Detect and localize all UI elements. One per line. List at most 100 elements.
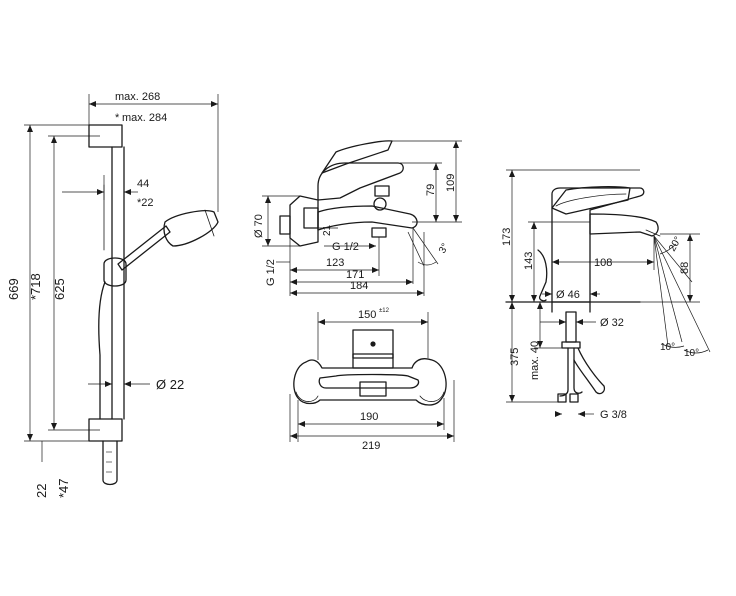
angle-line xyxy=(653,235,683,343)
dim-arrow xyxy=(51,136,57,143)
angle-arc xyxy=(661,343,685,348)
dim-arrow xyxy=(318,319,325,325)
shower-slider-arm xyxy=(98,281,106,420)
dim-arrow xyxy=(290,279,297,285)
dim-123: 123 xyxy=(326,257,344,269)
dim-arrow xyxy=(298,421,305,427)
dim-22-bottom: 22 xyxy=(34,484,49,498)
shower-slider xyxy=(103,257,127,287)
hand-shower-face xyxy=(204,209,215,237)
angle-line xyxy=(653,235,669,347)
dim-arrow xyxy=(372,267,379,273)
dim-arrow xyxy=(89,101,96,107)
dim-375: 375 xyxy=(509,348,521,366)
dim-arrow xyxy=(27,434,33,441)
angle-10b: 10° xyxy=(684,348,699,359)
dim-22-alt: *22 xyxy=(137,197,154,209)
hand-shower xyxy=(117,225,171,271)
dim-171: 171 xyxy=(346,269,364,281)
shower-set: max. 268 * max. 284 669 *718 625 44 *22 … xyxy=(6,91,219,498)
thread-inlet: G 1/2 xyxy=(332,241,359,253)
basin-spout xyxy=(589,213,659,237)
dim-arrow xyxy=(509,295,515,302)
bath-front-body xyxy=(293,358,447,406)
dim-88: 88 xyxy=(679,262,691,274)
bath-lever xyxy=(321,140,393,174)
dim-arrow xyxy=(531,295,537,302)
dim-arrow xyxy=(687,234,693,241)
dim-arrow xyxy=(453,215,459,222)
dim-arrow xyxy=(437,421,444,427)
dim-arrow xyxy=(265,196,271,203)
dim-669: 669 xyxy=(6,278,21,300)
dim-109: 109 xyxy=(445,174,457,192)
dim-arrow xyxy=(531,222,537,229)
bath-mixer-front: 150 ±12 190 219 xyxy=(289,308,455,452)
dim-219: 219 xyxy=(362,440,380,452)
dim-718: *718 xyxy=(28,273,43,300)
dim-108: 108 xyxy=(594,257,612,269)
dim-d70: Ø 70 xyxy=(253,214,265,238)
angle-line xyxy=(407,231,425,267)
dim-arrow xyxy=(97,189,104,195)
angle-10a: 10° xyxy=(660,342,675,353)
basin-hose-end xyxy=(557,393,567,403)
dim-arrow xyxy=(537,341,543,348)
bath-diverter xyxy=(374,185,390,197)
dim-max284: max. 284 xyxy=(122,112,167,124)
escutcheon-right xyxy=(419,391,445,402)
basin-hose-end xyxy=(569,393,579,403)
dim-arrow xyxy=(537,302,543,309)
dim-alt-star: * xyxy=(115,112,120,124)
dim-21: 21 xyxy=(322,224,333,236)
basin-aerator xyxy=(645,229,661,237)
basin-lever xyxy=(551,186,631,215)
dim-arrow xyxy=(555,411,562,417)
angle-line xyxy=(412,227,439,265)
dim-arrow xyxy=(509,170,515,177)
dim-150-tolerance: ±12 xyxy=(379,308,390,314)
dim-143: 143 xyxy=(523,252,535,270)
dim-arrow xyxy=(545,291,552,297)
basin-hose-mid xyxy=(573,347,583,394)
basin-body xyxy=(551,187,645,303)
basin-lever-edge xyxy=(555,193,627,207)
basin-hose-left xyxy=(559,347,569,397)
bath-body xyxy=(317,162,404,201)
escutcheon-left xyxy=(295,391,319,402)
dim-arrow xyxy=(421,319,428,325)
dim-arrow xyxy=(265,239,271,246)
dim-arrow xyxy=(417,290,424,296)
dim-arrow xyxy=(290,433,297,439)
bath-outlet xyxy=(371,227,387,238)
dim-625: 625 xyxy=(52,278,67,300)
bath-mixer-side: 79 109 Ø 70 G 1/2 21 G 1/2 123 1 xyxy=(253,140,462,296)
dim-79: 79 xyxy=(425,184,437,196)
dim-150: 150 xyxy=(358,309,376,321)
bath-front-cap xyxy=(352,353,394,369)
basin-mixer: 173 143 108 88 Ø 46 Ø 32 3 xyxy=(501,169,711,421)
dim-arrow xyxy=(453,141,459,148)
dim-47-bottom: *47 xyxy=(56,478,71,498)
dim-44: 44 xyxy=(137,178,149,190)
dim-arrow xyxy=(369,243,376,249)
dim-arrow xyxy=(447,433,454,439)
dim-arrow xyxy=(433,163,439,170)
dim-arrow xyxy=(509,302,515,309)
dim-arrow xyxy=(290,267,297,273)
dim-arrow xyxy=(647,259,654,265)
basin-rod xyxy=(565,311,577,343)
basin-popup-rod xyxy=(537,249,548,302)
bath-front-aerator xyxy=(359,381,387,397)
dim-arrow xyxy=(51,423,57,430)
dim-max268: max. 268 xyxy=(115,91,160,103)
dim-arrow xyxy=(559,319,566,325)
basin-hose-right xyxy=(573,347,606,395)
bath-connector xyxy=(279,215,291,235)
dim-arrow xyxy=(406,279,413,285)
dim-arrow xyxy=(509,395,515,402)
dim-arrow xyxy=(590,291,597,297)
dim-arrow xyxy=(552,259,559,265)
bath-nut xyxy=(303,207,319,229)
